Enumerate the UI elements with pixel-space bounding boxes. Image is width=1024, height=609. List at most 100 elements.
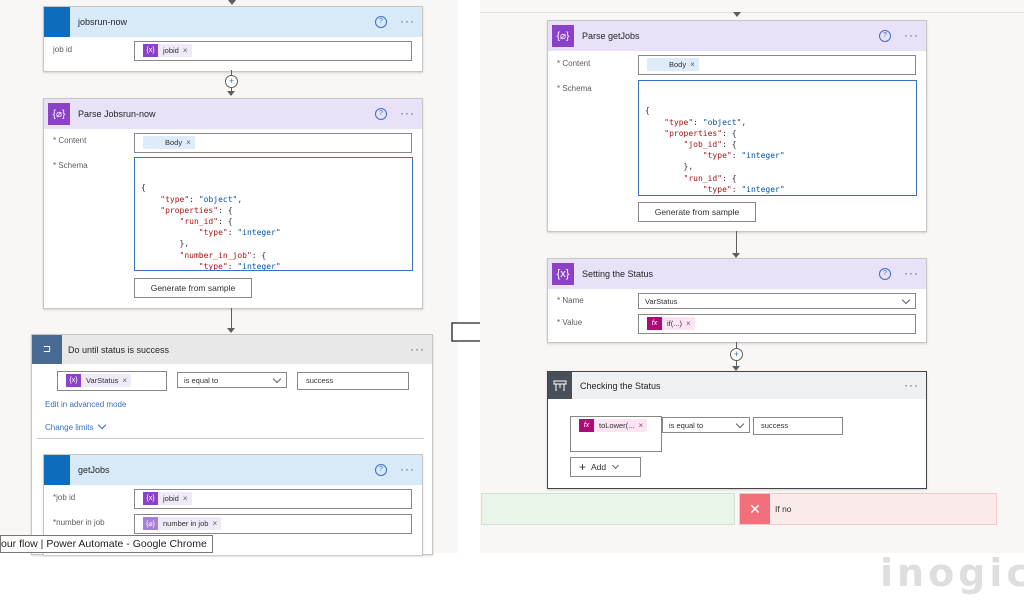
schema-line: "type": "integer" xyxy=(702,151,785,161)
jobsrun-now-card[interactable]: jobsrun-now ? ··· job id {x} jobid × xyxy=(43,6,423,72)
insert-step-icon[interactable]: + xyxy=(730,348,743,361)
setting-status-card[interactable]: {x} Setting the Status ? ··· * Name VarS… xyxy=(547,258,927,343)
edit-advanced-mode-link[interactable]: Edit in advanced mode xyxy=(45,400,127,409)
schema-line: "number_in_job": { xyxy=(179,250,267,260)
help-icon[interactable]: ? xyxy=(375,16,387,28)
connector-arrow xyxy=(732,366,740,371)
schema-editor[interactable]: { "type": "object", "properties": { "run… xyxy=(134,157,413,271)
variable-icon: {x} xyxy=(143,44,158,57)
connector-line xyxy=(736,231,737,255)
change-limits-link[interactable]: Change limits xyxy=(45,423,94,432)
dynamic-token[interactable]: Body × xyxy=(647,58,699,71)
help-icon[interactable]: ? xyxy=(375,464,387,476)
parse-getjobs-card[interactable]: {⌀} Parse getJobs ? ··· * Content Body ×… xyxy=(547,20,927,232)
dynamic-token[interactable]: {⌀} number in job × xyxy=(143,517,222,530)
field-label: *job id xyxy=(53,493,76,502)
expression-token[interactable]: fx toLower(... × xyxy=(579,419,648,432)
action-icon xyxy=(44,7,70,37)
chevron-down-icon xyxy=(272,374,282,384)
more-options-icon[interactable]: ··· xyxy=(400,106,415,120)
content-input[interactable]: Body × xyxy=(638,55,916,75)
chevron-down-icon[interactable] xyxy=(97,420,107,430)
branch-label: If no xyxy=(775,504,792,514)
operator-select[interactable]: is equal to xyxy=(177,372,287,388)
do-until-container[interactable]: ⊐ Do until status is success ··· {x} Var… xyxy=(31,334,433,555)
select-value: VarStatus xyxy=(645,296,678,306)
dynamic-token[interactable]: Body × xyxy=(143,136,195,149)
job-id-input[interactable]: {x} jobid × xyxy=(134,41,412,61)
help-icon[interactable]: ? xyxy=(879,30,891,42)
more-options-icon[interactable]: ··· xyxy=(410,342,425,356)
generate-from-sample-button[interactable]: Generate from sample xyxy=(134,278,252,298)
condition-value: success xyxy=(761,421,789,430)
parse-json-icon: {⌀} xyxy=(552,25,574,47)
schema-editor[interactable]: { "type": "object", "properties": { "job… xyxy=(638,80,917,196)
number-in-job-input[interactable]: {⌀} number in job × xyxy=(134,514,412,534)
more-options-icon[interactable]: ··· xyxy=(400,462,415,476)
remove-token-icon[interactable]: × xyxy=(182,46,188,55)
more-options-icon[interactable]: ··· xyxy=(904,28,919,42)
checking-status-card[interactable]: Checking the Status ··· fx toLower(... ×… xyxy=(547,371,927,489)
help-icon[interactable]: ? xyxy=(375,108,387,120)
schema-line: "type": "integer" xyxy=(198,228,281,238)
card-title: Parse getJobs xyxy=(582,31,640,41)
card-title: Checking the Status xyxy=(580,380,661,391)
connector-arrow xyxy=(733,12,741,17)
card-header[interactable]: {x} Setting the Status ? ··· xyxy=(548,259,926,289)
more-options-icon[interactable]: ··· xyxy=(904,266,919,280)
generate-from-sample-button[interactable]: Generate from sample xyxy=(638,202,756,222)
if-yes-branch[interactable] xyxy=(481,493,735,525)
card-header[interactable]: Checking the Status ··· xyxy=(548,372,926,399)
variable-icon: {x} xyxy=(552,263,574,285)
token-label: number in job xyxy=(163,519,209,528)
card-header[interactable]: {⌀} Parse getJobs ? ··· xyxy=(548,21,926,51)
content-input[interactable]: Body × xyxy=(134,133,412,153)
card-header[interactable]: ⊐ Do until status is success ··· xyxy=(32,335,432,364)
card-header[interactable]: getJobs ? ··· xyxy=(44,455,422,485)
card-header[interactable]: jobsrun-now ? ··· xyxy=(44,7,422,37)
variable-name-select[interactable]: VarStatus xyxy=(638,293,916,309)
connector-arrow xyxy=(732,253,740,258)
variable-icon: {x} xyxy=(66,374,81,387)
token-label: toLower(... xyxy=(599,421,635,430)
value-input[interactable]: fx if(...) × xyxy=(638,314,916,334)
remove-token-icon[interactable]: × xyxy=(686,319,691,328)
divider xyxy=(480,12,1024,13)
remove-token-icon[interactable]: × xyxy=(122,376,128,385)
action-icon xyxy=(44,455,70,485)
help-icon[interactable]: ? xyxy=(879,268,891,280)
add-row-button[interactable]: + Add xyxy=(570,457,641,477)
field-label: * Content xyxy=(557,59,591,68)
dynamic-token[interactable]: {x} VarStatus × xyxy=(66,374,132,387)
token-label: jobid xyxy=(163,46,179,55)
getjobs-card[interactable]: getJobs ? ··· *job id {x} jobid × *numbe… xyxy=(43,454,423,555)
operator-value: is equal to xyxy=(669,420,704,430)
condition-value-input[interactable]: success xyxy=(753,417,843,435)
schema-line: "properties": { xyxy=(160,205,233,215)
if-no-branch[interactable]: ✕ If no xyxy=(739,493,997,525)
remove-token-icon[interactable]: × xyxy=(638,421,644,430)
parse-jobsrun-card[interactable]: {⌀} Parse Jobsrun-now ? ··· * Content Bo… xyxy=(43,98,423,309)
remove-token-icon[interactable]: × xyxy=(690,60,695,69)
dynamic-token[interactable]: {x} jobid × xyxy=(143,44,192,57)
job-id-input[interactable]: {x} jobid × xyxy=(134,489,412,509)
condition-left-input[interactable]: {x} VarStatus × xyxy=(57,371,167,391)
card-header[interactable]: {⌀} Parse Jobsrun-now ? ··· xyxy=(44,99,422,129)
more-options-icon[interactable]: ··· xyxy=(904,378,919,392)
insert-step-icon[interactable]: + xyxy=(225,75,238,88)
operator-select[interactable]: is equal to xyxy=(662,417,750,433)
remove-token-icon[interactable]: × xyxy=(212,519,218,528)
expression-token[interactable]: fx if(...) × xyxy=(647,317,695,330)
condition-left-input[interactable]: fx toLower(... × xyxy=(570,416,662,452)
condition-icon xyxy=(548,372,572,399)
remove-token-icon[interactable]: × xyxy=(186,138,191,147)
remove-token-icon[interactable]: × xyxy=(182,494,188,503)
dynamic-token[interactable]: {x} jobid × xyxy=(143,492,192,505)
token-label: Body xyxy=(669,60,687,69)
schema-line: "job_id": { xyxy=(683,140,737,150)
close-icon: ✕ xyxy=(740,494,770,524)
condition-value-input[interactable]: success xyxy=(297,372,409,390)
more-options-icon[interactable]: ··· xyxy=(400,14,415,28)
plus-icon: + xyxy=(579,460,587,474)
card-title: jobsrun-now xyxy=(78,17,128,27)
